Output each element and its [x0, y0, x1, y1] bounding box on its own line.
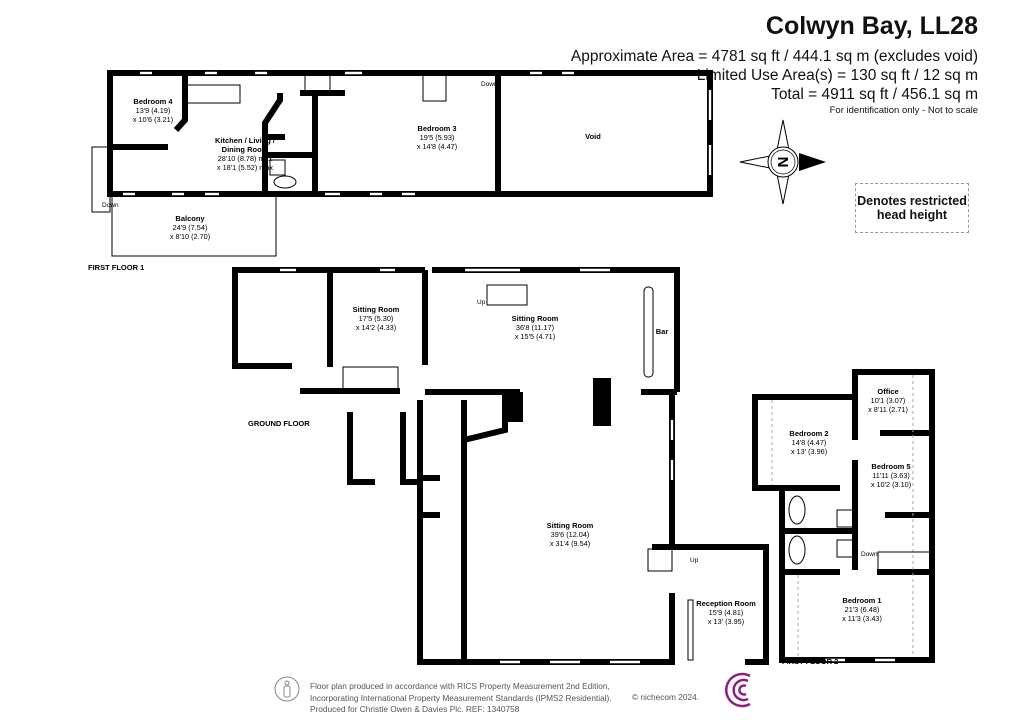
- room-name: Void: [585, 132, 601, 141]
- person-icon: [274, 676, 300, 702]
- legend-line-2: head height: [876, 208, 948, 222]
- stair-label: Down: [102, 202, 119, 209]
- room-name: Office: [877, 387, 898, 396]
- room-name: Kitchen / Living /: [215, 136, 276, 145]
- room-name: Bedroom 5: [871, 462, 910, 471]
- room-dimension: x 8'11 (2.71): [868, 405, 908, 414]
- stair-label: Down: [861, 551, 878, 558]
- room-name: Bedroom 3: [417, 124, 456, 133]
- room-dimension: 39'6 (12.04): [551, 530, 590, 539]
- room-dimension: x 11'3 (3.43): [842, 614, 882, 623]
- room-dimension: x 13' (3.96): [791, 447, 827, 456]
- room-dimension: 13'9 (4.19): [136, 106, 171, 115]
- room-dimension: 36'8 (11.17): [516, 323, 554, 332]
- room-dimension: x 14'2 (4.33): [356, 323, 396, 332]
- room-name: Bar: [656, 327, 669, 336]
- room-dimension: x 10'6 (3.21): [133, 115, 173, 124]
- room-name: Sitting Room: [353, 305, 400, 314]
- property-title: Colwyn Bay, LL28: [765, 12, 978, 40]
- room-dimension: 21'3 (6.48): [845, 605, 880, 614]
- room-dimension: x 10'2 (3.10): [871, 480, 911, 489]
- room-name: Dining Room: [222, 145, 269, 154]
- room-dimension: 17'5 (5.30): [359, 314, 394, 323]
- room-name: Bedroom 1: [842, 596, 881, 605]
- footer-line-1: Floor plan produced in accordance with R…: [310, 681, 610, 691]
- legend-line-1: Denotes restricted: [857, 194, 967, 208]
- room-dimension: x 14'8 (4.47): [417, 142, 457, 151]
- room-dimension: 15'9 (4.81): [709, 608, 744, 617]
- room-dimension: 28'10 (8.78) max: [218, 154, 273, 163]
- copyright: © nichecom 2024.: [632, 692, 699, 702]
- limited-use-area: Limited Use Area(s) = 130 sq ft / 12 sq …: [696, 67, 978, 84]
- room-dimension: x 15'5 (4.71): [515, 332, 555, 341]
- floor-label: FIRST FLOOR 1: [88, 263, 144, 272]
- room-name: Bedroom 4: [133, 97, 173, 106]
- nichecom-logo-icon: [725, 672, 751, 708]
- stair-label: Up: [477, 299, 486, 306]
- room-name: Sitting Room: [547, 521, 594, 530]
- compass-letter: N: [774, 157, 791, 168]
- room-dimension: x 18'1 (5.52) max: [217, 163, 273, 172]
- first-floor-1-plan: Bedroom 4 13'9 (4.19) x 10'6 (3.21) Kitc…: [88, 70, 713, 272]
- footer-line-2: Incorporating International Property Mea…: [310, 692, 612, 703]
- room-dimension: 24'9 (7.54): [173, 223, 208, 232]
- room-dimension: 14'8 (4.47): [792, 438, 827, 447]
- room-name: Balcony: [175, 214, 205, 223]
- room-name: Bedroom 2: [789, 429, 828, 438]
- room-dimension: x 8'10 (2.70): [170, 232, 210, 241]
- room-dimension: 11'11 (3.63): [872, 471, 910, 480]
- room-dimension: x 31'4 (9.54): [550, 539, 590, 548]
- stair-label: Down: [481, 81, 498, 88]
- floor-label: FIRST FLOOR 2: [782, 657, 838, 666]
- scale-note: For identification only - Not to scale: [829, 105, 978, 116]
- room-dimension: 19'5 (5.93): [420, 133, 455, 142]
- ground-floor-plan: Sitting Room 17'5 (5.30) x 14'2 (4.33) S…: [232, 267, 769, 665]
- approximate-area: Approximate Area = 4781 sq ft / 444.1 sq…: [570, 48, 978, 65]
- total-area: Total = 4911 sq ft / 456.1 sq m: [771, 86, 978, 103]
- room-dimension: x 13' (3.95): [708, 617, 744, 626]
- room-name: Reception Room: [696, 599, 756, 608]
- first-floor-2-plan: Office 10'1 (3.07) x 8'11 (2.71) Bedroom…: [752, 369, 935, 666]
- compass-north-arrow-icon: N: [739, 119, 826, 205]
- room-dimension: 10'1 (3.07): [871, 396, 906, 405]
- footer-text: Floor plan produced in accordance with R…: [310, 681, 612, 716]
- stair-label: Up: [690, 557, 699, 564]
- floor-label: GROUND FLOOR: [248, 419, 310, 428]
- footer-line-3: Produced for Christie Owen & Davies Plc.…: [310, 704, 520, 714]
- room-name: Sitting Room: [512, 314, 559, 323]
